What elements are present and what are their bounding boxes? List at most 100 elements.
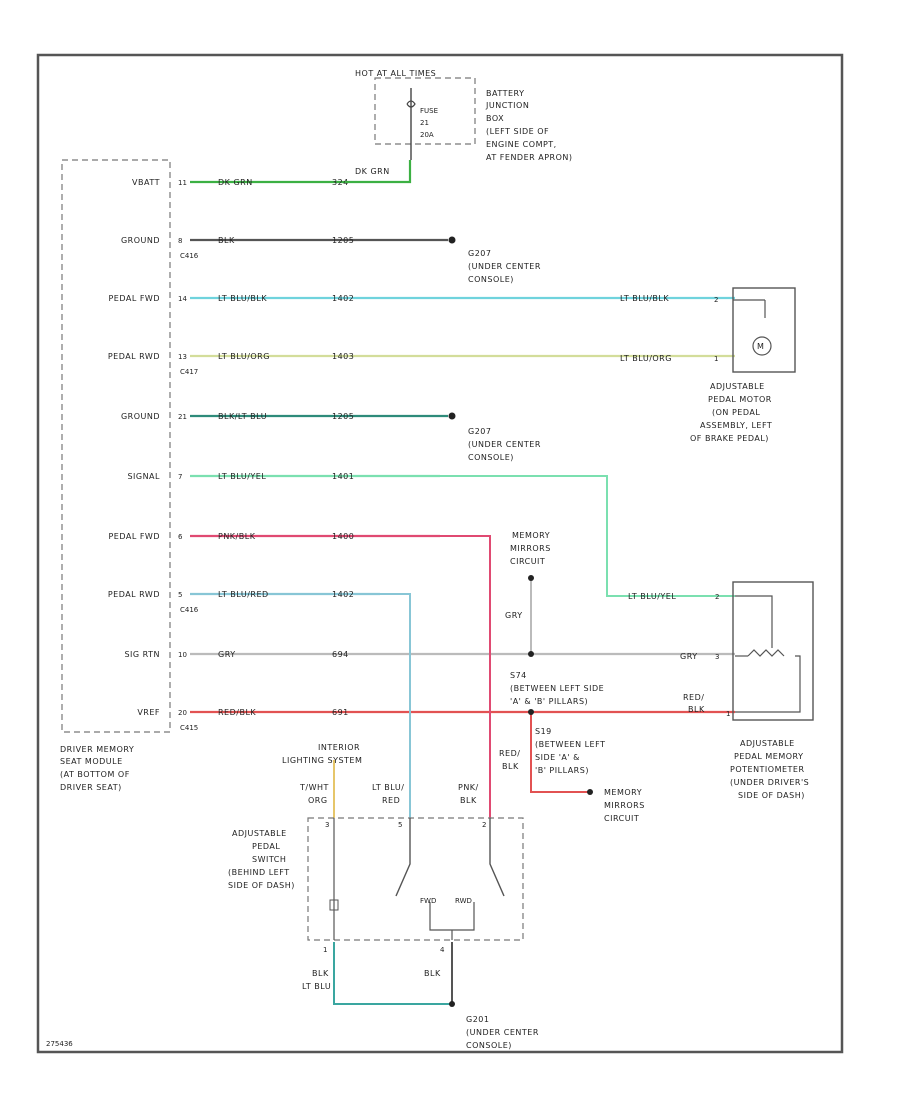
pin-row-8-circuit: 694 <box>332 650 349 659</box>
pin-row-3-circuit: 1403 <box>332 352 354 361</box>
splice-s2-wire-1: RED/ <box>499 749 520 758</box>
pot-gry-label: GRY <box>680 652 698 661</box>
switch-name-3: SWITCH <box>252 855 286 864</box>
pot-red-label-2: BLK <box>688 705 705 714</box>
pin-row-0-label: VBATT <box>132 178 160 187</box>
interior-light-1: INTERIOR <box>318 743 360 752</box>
mirror-top-2: MIRRORS <box>510 544 551 553</box>
switch-pin-2: 2 <box>482 821 486 829</box>
motor-icon <box>752 336 772 356</box>
module-name-2: SEAT MODULE <box>60 757 123 766</box>
pin-row-3-label: PEDAL RWD <box>108 352 160 361</box>
pin-row-5-circuit: 1401 <box>332 472 354 481</box>
ground1-id: G207 <box>468 249 491 258</box>
switch-bottom-wire1-b: LT BLU <box>302 982 331 991</box>
pot-pin-1: 1 <box>726 710 730 718</box>
motor-name-1: ADJUSTABLE <box>710 382 765 391</box>
pot-name-1: ADJUSTABLE <box>740 739 795 748</box>
pin-row-6-label: PEDAL FWD <box>108 532 160 541</box>
pin-row-8-wire-color: GRY <box>218 650 236 659</box>
mirror-gry-label: GRY <box>505 611 523 620</box>
mirror-bottom-dot <box>587 789 593 795</box>
switch-wire3-b: BLK <box>460 796 477 805</box>
pin-row-3-pin: 13 <box>178 353 187 361</box>
pedal-rwd-wire-route <box>380 593 411 818</box>
fuse-location-6: AT FENDER APRON) <box>486 153 573 162</box>
pin-row-2-pin: 14 <box>178 295 187 303</box>
fuse-box-title: HOT AT ALL TIMES <box>355 69 436 78</box>
pin-row-4-label: GROUND <box>121 412 160 421</box>
switch-pin-5: 5 <box>398 821 402 829</box>
ground3-loc2: CONSOLE) <box>466 1041 512 1050</box>
switch-contact-rwd-icon <box>489 818 505 897</box>
switch-wire3-a: PNK/ <box>458 783 479 792</box>
potentiometer-icon <box>747 649 785 657</box>
ground3-loc1: (UNDER CENTER <box>466 1028 539 1037</box>
interior-light-2: LIGHTING SYSTEM <box>282 756 362 765</box>
switch-bottom-wire2: BLK <box>424 969 441 978</box>
ground1-loc2: CONSOLE) <box>468 275 514 284</box>
pin-row-3-wire-color: LT BLU/ORG <box>218 352 270 361</box>
pedal-fwd-wire-route <box>440 535 491 818</box>
switch-outline <box>307 817 524 941</box>
potentiometer-outline <box>732 581 814 721</box>
switch-pin-4: 4 <box>440 946 445 954</box>
fuse-location-3: BOX <box>486 114 504 123</box>
switch-name-4: (BEHIND LEFT <box>228 868 290 877</box>
pot-name-5: SIDE OF DASH) <box>738 791 805 800</box>
splices: S74 (BETWEEN LEFT SIDE 'A' & 'B' PILLARS… <box>499 671 605 775</box>
pin-row-0-wire-color: DK GRN <box>218 178 253 187</box>
memory-seat-module: DRIVER MEMORY SEAT MODULE (AT BOTTOM OF … <box>60 159 171 792</box>
fuse-location-2: JUNCTION <box>485 101 529 110</box>
pin-row-5-wire-color: LT BLU/YEL <box>218 472 266 481</box>
switch-name-1: ADJUSTABLE <box>232 829 287 838</box>
pot-name-2: PEDAL MEMORY <box>734 752 803 761</box>
pin-row-0-circuit: 324 <box>332 178 349 187</box>
diagram-border <box>36 53 844 1054</box>
switch-fwd-label: FWD <box>420 897 436 905</box>
mirror-bottom-3: CIRCUIT <box>604 814 639 823</box>
switch-name-5: SIDE OF DASH) <box>228 881 295 890</box>
pin-row-3-connector: C417 <box>180 368 198 376</box>
pin-row-5-label: SIGNAL <box>127 472 160 481</box>
ground-labels: G207 (UNDER CENTER CONSOLE) G207 (UNDER … <box>466 249 541 1050</box>
ground-g201-dot <box>449 1001 455 1007</box>
fuse-box: HOT AT ALL TIMES FUSE 21 20A BATTERY JUN… <box>355 69 573 176</box>
splice-red-wire <box>530 712 588 793</box>
pin-row-1-pin: 8 <box>178 237 182 245</box>
splice-s1-loc1: (BETWEEN LEFT SIDE <box>510 684 604 693</box>
splice-s2-id: S19 <box>535 727 552 736</box>
splice-s1-loc2: 'A' & 'B' PILLARS) <box>510 697 588 706</box>
fuse-wire-label: DK GRN <box>355 167 390 176</box>
pin-row-8-pin: 10 <box>178 651 187 659</box>
pin-row-4-ground-icon <box>448 412 456 420</box>
switch-rwd-label: RWD <box>455 897 472 905</box>
pin-row-7-circuit: 1402 <box>332 590 354 599</box>
splice-s2-loc2: SIDE 'A' & <box>535 753 580 762</box>
pin-row-2-circuit: 1402 <box>332 294 354 303</box>
fuse-number: 21 <box>420 119 429 127</box>
diagram-code: 275436 <box>46 1040 73 1048</box>
ground2-loc1: (UNDER CENTER <box>468 440 541 449</box>
switch-contact-fwd-icon <box>395 818 411 897</box>
pin-row-7-connector: C416 <box>180 606 199 614</box>
ground3-id: G201 <box>466 1015 489 1024</box>
splice-s2-loc1: (BETWEEN LEFT <box>535 740 605 749</box>
pot-name-4: (UNDER DRIVER'S <box>730 778 809 787</box>
vbatt-wire-route <box>345 160 412 184</box>
motor-wire2-label: LT BLU/ORG <box>620 354 672 363</box>
motor-symbol: M <box>757 342 764 351</box>
memory-mirrors: MEMORY MIRRORS CIRCUIT GRY MEMORY MIRROR… <box>505 531 644 823</box>
ground1-loc1: (UNDER CENTER <box>468 262 541 271</box>
mirror-top-3: CIRCUIT <box>510 557 545 566</box>
splice-s2-wire-2: BLK <box>502 762 519 771</box>
pin-row-1-circuit: 1205 <box>332 236 354 245</box>
pin-row-2-wire-color: LT BLU/BLK <box>218 294 267 303</box>
switch-name-2: PEDAL <box>252 842 280 851</box>
pot-name-3: POTENTIOMETER <box>730 765 805 774</box>
mirror-top-1: MEMORY <box>512 531 550 540</box>
module-name-3: (AT BOTTOM OF <box>60 770 130 779</box>
pin-row-4-pin: 21 <box>178 413 187 421</box>
fuse-location-5: ENGINE COMPT, <box>486 140 557 149</box>
